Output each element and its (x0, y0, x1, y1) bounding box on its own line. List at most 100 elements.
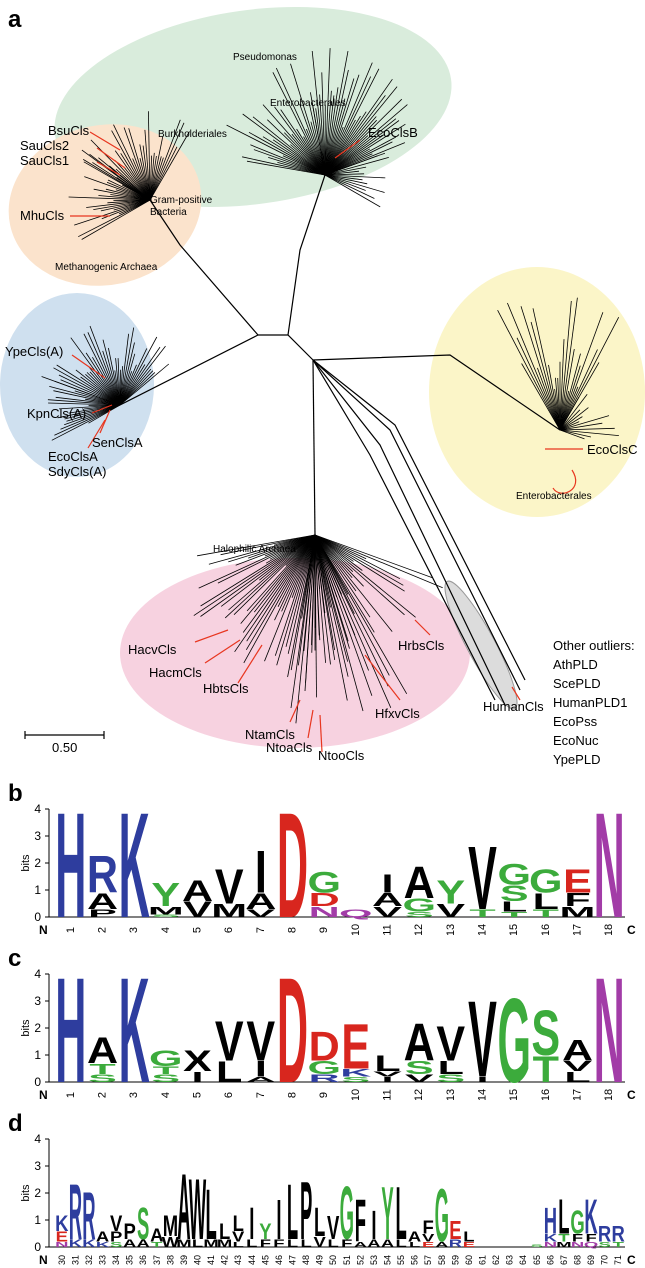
phylogenetic-tree: Pseudomonas Enterobacterales Burkholderi… (0, 6, 645, 767)
tree-branch (109, 165, 151, 201)
tree-branch (314, 534, 443, 589)
logo-y-tick-label: 0 (34, 1075, 41, 1089)
tree-branch (64, 404, 121, 420)
logo-letter: V (468, 978, 497, 1100)
logo-letter: A (381, 1237, 394, 1250)
logo-letter: V (215, 1010, 244, 1073)
tree-branch (200, 534, 316, 607)
tree-branch (559, 422, 603, 431)
tree-branch (324, 123, 406, 176)
logo-letter: I (382, 869, 394, 898)
logo-letter: N (55, 1240, 68, 1249)
tree-branch (314, 534, 392, 708)
tree-branch (559, 429, 585, 440)
logo-letter: G (497, 974, 531, 1100)
logo-letter: I (255, 840, 267, 907)
logo-letter: Y (151, 877, 180, 914)
logo-letter: I (382, 1075, 394, 1083)
tree-branch (272, 139, 326, 176)
logo-y-tick-label: 4 (34, 802, 41, 816)
logo-position-label: 30 (57, 1255, 67, 1265)
tree-branch (285, 534, 316, 647)
tree-branch (324, 69, 349, 176)
tree-branch (113, 124, 151, 201)
tree-branch (559, 409, 581, 431)
logo-letter: N (594, 785, 625, 935)
tree-branch (114, 160, 151, 201)
logo-n-terminus: N (39, 1253, 48, 1265)
outlier-item: YpePLD (553, 752, 600, 767)
tree-branch (242, 113, 326, 176)
logo-letter: L (192, 1237, 203, 1250)
logo-position-label: 43 (233, 1255, 243, 1265)
logo-letter: E (341, 1011, 370, 1082)
logo-position-label: 37 (152, 1255, 162, 1265)
tree-branch (559, 429, 619, 436)
tree-branch (324, 74, 360, 176)
logo-letter: W (162, 1234, 180, 1251)
tree-branch (102, 350, 121, 406)
logo-letter: K (55, 1211, 68, 1236)
logo-position-label: 10 (350, 924, 362, 935)
logo-letter: V (405, 1072, 434, 1085)
tree-branch (314, 534, 349, 677)
logo-letter: G (307, 865, 341, 899)
logo-letter: A (408, 1228, 421, 1245)
tree-branch (559, 349, 575, 431)
logo-position-label: 7 (255, 1092, 267, 1098)
logo-letter: L (314, 1199, 325, 1245)
outliers-title: Other outliers: (553, 638, 635, 653)
tree-branch (86, 372, 121, 406)
logo-letter: A (137, 1237, 150, 1250)
logo-letter: R (612, 1222, 625, 1247)
tree-branch (314, 534, 321, 641)
tree-branch (521, 363, 561, 431)
panel-b-letter: b (8, 780, 23, 807)
logo-letter: F (572, 1232, 583, 1245)
logo-letter: M (560, 904, 596, 921)
logo-position-label: 9 (318, 1092, 330, 1098)
tree-branch (314, 534, 364, 587)
tree-branch (119, 336, 158, 406)
tree-branch (532, 308, 561, 431)
tree-branch (274, 534, 316, 656)
logo-letter: L (558, 1190, 569, 1244)
tree-branch (324, 157, 389, 176)
logo-letter: K (544, 1232, 557, 1245)
tree-branch (314, 534, 390, 676)
tree-branch (311, 50, 326, 176)
tree-branch (220, 534, 316, 556)
logo-letter: M (176, 1237, 191, 1250)
tree-branch (324, 118, 397, 176)
tree-branch (314, 534, 408, 695)
tree-branch (224, 534, 316, 619)
logo-letter: T (153, 1064, 179, 1077)
tree-branch (88, 366, 121, 406)
label-sdycls: SdyCls(A) (48, 464, 107, 479)
tree-branch (324, 90, 332, 176)
tree-branch (324, 166, 367, 176)
tree-branch (314, 534, 369, 671)
logo-letter: Q (339, 907, 373, 920)
logo-position-label: 38 (165, 1255, 175, 1265)
tree-branch (242, 534, 316, 633)
tree-branch (54, 404, 121, 436)
tree-branch (314, 534, 416, 618)
tree-branch (235, 534, 316, 566)
outlier-item: EcoNuc (553, 733, 599, 748)
logo-letter: L (233, 1240, 245, 1249)
logo-letter: R (69, 1169, 82, 1257)
tree-branch (559, 416, 583, 431)
logo-letter: K (69, 1237, 82, 1250)
tree-branch (149, 155, 152, 201)
label-halophilic-archaea: Halophilic Archaea (213, 544, 296, 555)
logo-letter: P (88, 907, 117, 920)
tree-branch (324, 98, 403, 176)
tree-branch (315, 108, 326, 176)
scale-bar-label: 0.50 (52, 740, 77, 755)
logo-position-label: 50 (328, 1255, 338, 1265)
tree-branch (117, 358, 121, 406)
tree-branch (276, 534, 316, 666)
logo-letter: L (395, 1237, 406, 1250)
